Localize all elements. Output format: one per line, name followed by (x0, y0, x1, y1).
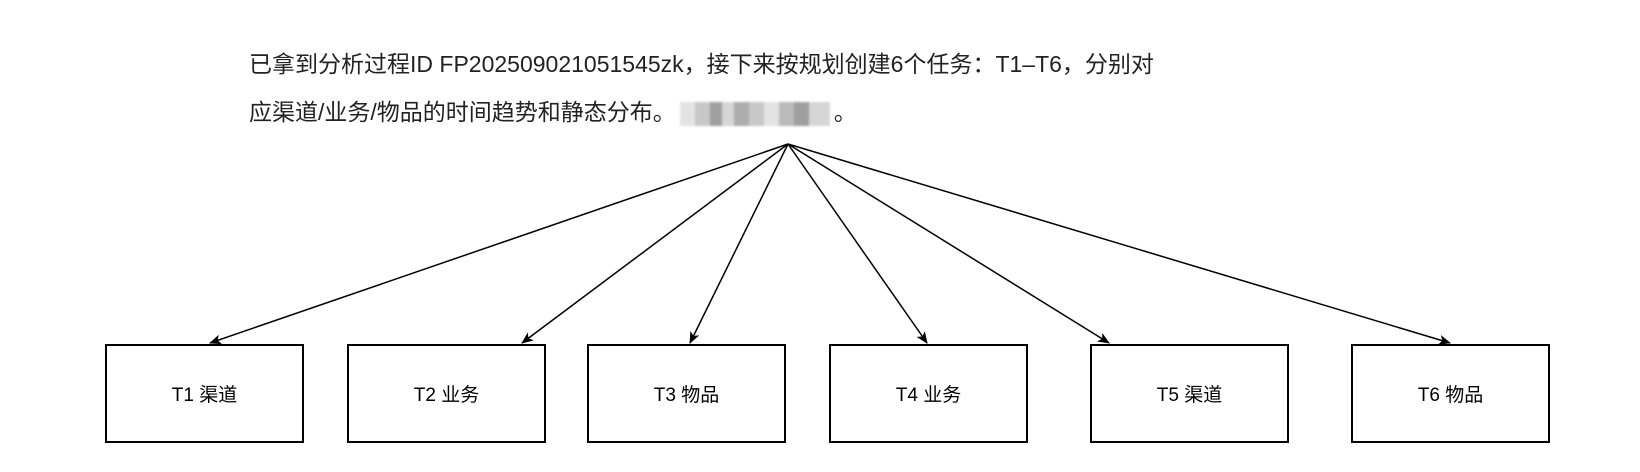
task-box-t4: T4 业务 (829, 344, 1028, 443)
arrow-to-t5 (787, 143, 1110, 344)
arrow-to-t2 (521, 143, 789, 344)
task-label: T6 物品 (1417, 385, 1484, 406)
task-box-t6: T6 物品 (1351, 344, 1550, 443)
task-label: T5 渠道 (1156, 385, 1223, 406)
task-box-t3: T3 物品 (587, 344, 786, 443)
task-label: T3 物品 (653, 385, 720, 406)
arrow-to-t6 (787, 143, 1451, 345)
message-line-1: 已拿到分析过程ID FP202509021051545zk，接下来按规划创建6个… (249, 51, 1154, 77)
task-box-t5: T5 渠道 (1090, 344, 1289, 443)
task-label: T1 渠道 (171, 385, 238, 406)
arrow-to-t4 (787, 143, 928, 344)
arrow-to-t1 (209, 143, 789, 345)
task-box-t2: T2 业务 (347, 344, 546, 443)
message-line-2: 应渠道/业务/物品的时间趋势和静态分布。 。 (249, 93, 857, 127)
message-line-2-end: 。 (833, 99, 857, 125)
message-line-2-text: 应渠道/业务/物品的时间趋势和静态分布。 (249, 99, 676, 125)
task-label: T4 业务 (895, 385, 962, 406)
arrow-to-t3 (689, 143, 789, 344)
task-label: T2 业务 (413, 385, 480, 406)
task-box-t1: T1 渠道 (105, 344, 304, 443)
redacted-text (679, 101, 830, 126)
